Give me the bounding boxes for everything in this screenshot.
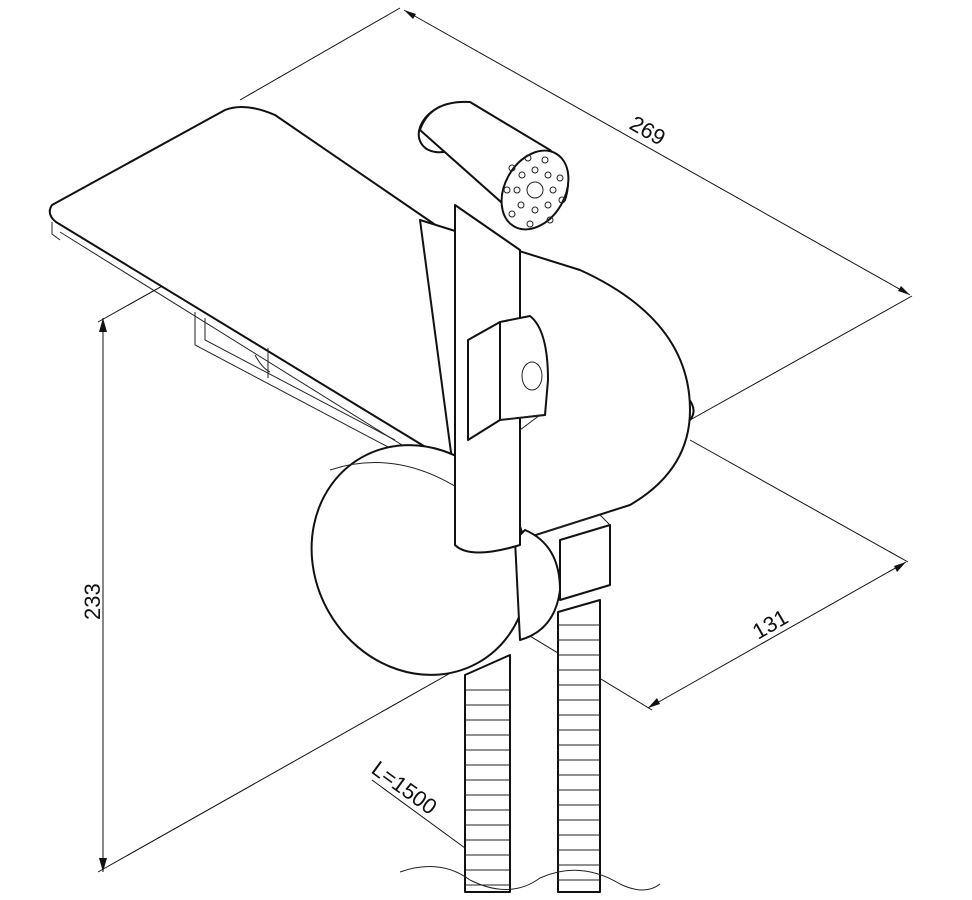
hose-length-label: L=1500	[367, 756, 442, 820]
dimension-233-label: 233	[80, 583, 105, 620]
hose-left	[464, 654, 511, 893]
break-line	[399, 866, 661, 891]
shower-holder	[467, 315, 549, 441]
spray-holes	[503, 154, 566, 228]
dimension-269-label: 269	[626, 111, 670, 151]
hose-right	[557, 599, 601, 893]
dimension-131-label: 131	[748, 604, 792, 644]
hose-length-annotation: L=1500	[367, 756, 466, 849]
dimension-233: 233	[80, 247, 471, 873]
